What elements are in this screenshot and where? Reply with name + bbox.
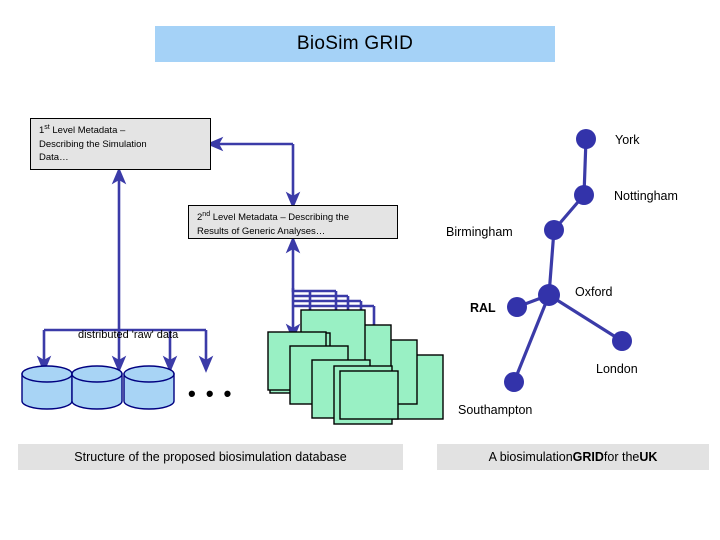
right-diagram-caption: A biosimulation GRID for the UK bbox=[437, 444, 709, 470]
right-caption-uk: UK bbox=[639, 450, 658, 464]
right-caption-prefix: A biosimulation bbox=[488, 450, 573, 464]
second-level-metadata-box: 2nd Level Metadata – Describing the Resu… bbox=[188, 205, 398, 239]
right-caption-middle: for the bbox=[603, 450, 640, 464]
database-cylinder-1 bbox=[21, 365, 73, 410]
label-oxford: Oxford bbox=[575, 285, 613, 299]
label-birmingham: Birmingham bbox=[446, 225, 513, 239]
meta1-line1-sup: st bbox=[44, 123, 50, 131]
meta1-line3: Data… bbox=[39, 152, 69, 163]
node-york[interactable] bbox=[576, 129, 596, 149]
meta1-line1-rest: Level Metadata – bbox=[49, 125, 126, 136]
meta2-line1-prefix: 2 bbox=[197, 212, 203, 223]
meta2-line1-sup: nd bbox=[202, 210, 211, 218]
label-london: London bbox=[596, 362, 638, 376]
cylinder-ellipsis: • • • bbox=[188, 381, 234, 406]
database-cylinder-2 bbox=[71, 365, 123, 410]
node-southampton[interactable] bbox=[504, 372, 524, 392]
slide-title-bar: BioSim GRID bbox=[155, 26, 555, 62]
first-level-metadata-box: 1st Level Metadata – Describing the Simu… bbox=[30, 118, 211, 170]
sheet-bus-1 bbox=[291, 288, 336, 293]
sheet-e bbox=[339, 370, 399, 420]
generic-analysis-sheet-stack bbox=[267, 331, 399, 425]
uk-grid-network bbox=[504, 129, 632, 392]
label-york: York bbox=[615, 133, 640, 147]
grid-nodes bbox=[504, 129, 632, 392]
right-caption-grid: GRID bbox=[572, 450, 604, 464]
grid-edges bbox=[512, 137, 624, 384]
node-ral[interactable] bbox=[507, 297, 527, 317]
left-caption-text: Structure of the proposed biosimulation … bbox=[74, 450, 347, 464]
database-cylinder-3 bbox=[123, 365, 175, 410]
left-diagram-caption: Structure of the proposed biosimulation … bbox=[18, 444, 403, 470]
edge-oxford-london bbox=[547, 293, 624, 343]
node-nottingham[interactable] bbox=[574, 185, 594, 205]
node-london[interactable] bbox=[612, 331, 632, 351]
meta1-line1-prefix: 1 bbox=[39, 125, 45, 136]
meta1-line2: Describing the Simulation bbox=[39, 138, 147, 150]
node-oxford[interactable] bbox=[538, 284, 560, 306]
node-birmingham[interactable] bbox=[544, 220, 564, 240]
meta2-line2: Results of Generic Analyses… bbox=[197, 225, 326, 237]
raw-data-cylinders bbox=[21, 365, 175, 410]
page-title: BioSim GRID bbox=[296, 33, 414, 54]
meta2-line1-rest: Level Metadata – Describing the bbox=[210, 212, 349, 223]
edge-oxford-southampton bbox=[512, 293, 551, 384]
label-ral: RAL bbox=[470, 301, 496, 315]
label-southampton: Southampton bbox=[458, 403, 533, 417]
distributed-raw-data-label: distributed 'raw' data bbox=[78, 329, 179, 341]
label-nottingham: Nottingham bbox=[614, 189, 678, 203]
